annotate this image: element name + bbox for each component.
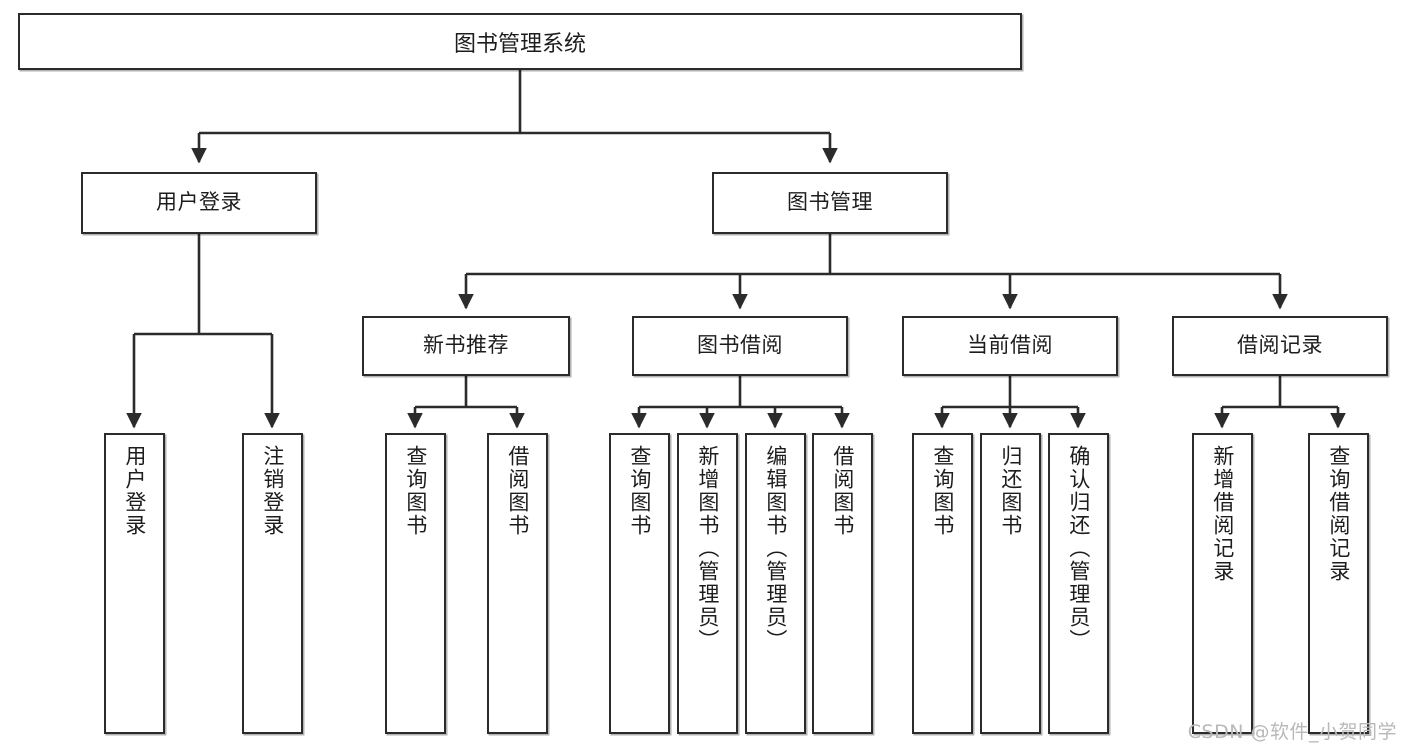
watermark-text: CSDN @软件_小贺同学 [1187, 721, 1397, 743]
leaf-borrow-book[interactable]: 借阅图书 [812, 433, 873, 734]
node-label: 图书管理 [787, 190, 873, 215]
node-borrow-record[interactable]: 借阅记录 [1172, 316, 1388, 376]
leaf-edit-book-admin[interactable]: 编辑图书（管理员） [745, 433, 806, 734]
node-current-borrow[interactable]: 当前借阅 [902, 316, 1118, 376]
node-new-book-recommend[interactable]: 新书推荐 [362, 316, 570, 376]
leaf-return-book[interactable]: 归还图书 [980, 433, 1041, 734]
leaf-add-borrow-record[interactable]: 新增借阅记录 [1192, 433, 1253, 734]
node-label: 确认归还（管理员） [1066, 445, 1091, 652]
node-book-borrow[interactable]: 图书借阅 [632, 316, 848, 376]
node-label: 查询图书 [627, 445, 652, 537]
leaf-add-book-admin[interactable]: 新增图书（管理员） [677, 433, 738, 734]
leaf-query-borrow-record[interactable]: 查询借阅记录 [1308, 433, 1369, 734]
node-label: 编辑图书（管理员） [763, 445, 788, 652]
leaf-user-login[interactable]: 用户登录 [104, 433, 165, 734]
node-root-book-management-system[interactable]: 图书管理系统 [18, 13, 1022, 70]
node-label: 借阅图书 [830, 445, 855, 537]
node-label: 借阅记录 [1237, 333, 1323, 358]
node-label: 新增借阅记录 [1210, 445, 1235, 583]
leaf-logout-login[interactable]: 注销登录 [242, 433, 303, 734]
leaf-query-book-current[interactable]: 查询图书 [912, 433, 973, 734]
node-label: 注销登录 [260, 445, 285, 537]
node-label: 借阅图书 [505, 445, 530, 537]
leaf-query-book-borrow[interactable]: 查询图书 [609, 433, 670, 734]
node-label: 归还图书 [998, 445, 1023, 537]
leaf-borrow-book-recommend[interactable]: 借阅图书 [487, 433, 548, 734]
leaf-query-book-recommend[interactable]: 查询图书 [385, 433, 446, 734]
node-label: 新书推荐 [423, 333, 509, 358]
node-label: 新增图书（管理员） [695, 445, 720, 652]
node-label: 图书借阅 [697, 333, 783, 358]
node-label: 图书管理系统 [453, 31, 586, 57]
node-label: 用户登录 [156, 190, 242, 215]
node-user-login[interactable]: 用户登录 [81, 172, 317, 234]
node-label: 查询图书 [403, 445, 428, 537]
node-label: 查询借阅记录 [1326, 445, 1351, 583]
leaf-confirm-return-admin[interactable]: 确认归还（管理员） [1048, 433, 1109, 734]
node-book-management[interactable]: 图书管理 [712, 172, 948, 234]
node-label: 用户登录 [122, 445, 147, 537]
node-label: 查询图书 [930, 445, 955, 537]
node-label: 当前借阅 [967, 333, 1053, 358]
